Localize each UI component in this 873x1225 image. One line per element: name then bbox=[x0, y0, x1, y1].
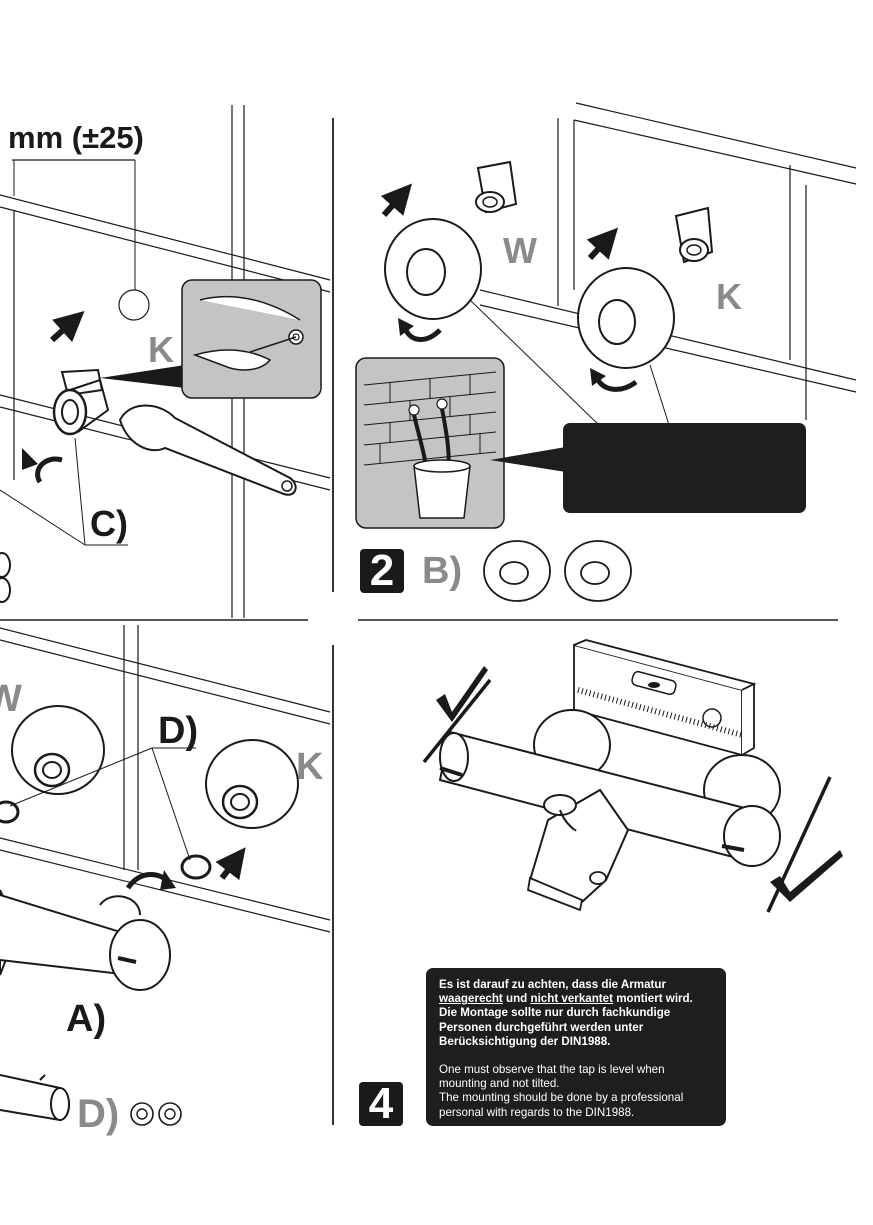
notice-tilt-word: nicht verkantet bbox=[530, 992, 613, 1006]
panel-4-art bbox=[422, 639, 832, 913]
notice-de-end: montiert wird. bbox=[612, 992, 693, 1006]
notice-de-join-1: und bbox=[502, 992, 531, 1006]
bucket-inset bbox=[355, 357, 505, 529]
panel-3-art bbox=[0, 625, 331, 1126]
notice-en-line-3: The mounting should be done by a profess… bbox=[439, 1091, 684, 1105]
notice-en-line-4: personal with regards to the DIN1988. bbox=[439, 1105, 635, 1119]
label-k-panel3: K bbox=[296, 746, 324, 788]
label-d-bottom: D) bbox=[77, 1092, 120, 1136]
mounting-notice: Es ist darauf zu achten, dass die Armatu… bbox=[426, 968, 726, 1126]
rosettes-b bbox=[483, 540, 632, 602]
step-4-badge: 4 bbox=[359, 1082, 403, 1126]
notice-en-line-2: mounting and not tilted. bbox=[439, 1077, 560, 1091]
notice-de-line-3: Die Montage sollte nur durch fachkundige bbox=[439, 1006, 671, 1020]
notice-level-word: waagerecht bbox=[439, 992, 503, 1006]
notice-en-line-1: One must observe that the tap is level w… bbox=[439, 1063, 665, 1077]
label-w-panel3: W bbox=[0, 678, 22, 720]
notice-de-line-4: Personen durchgeführt werden unter bbox=[439, 1020, 644, 1034]
hands-inset bbox=[181, 279, 322, 399]
panel-1-art bbox=[0, 105, 331, 618]
notice-de-line-5: Berücksichtigung der DIN1988. bbox=[439, 1034, 611, 1048]
label-b: B) bbox=[422, 550, 463, 592]
step-2-badge: 2 bbox=[360, 549, 404, 593]
check-icon bbox=[770, 850, 843, 902]
check-icon bbox=[436, 666, 488, 722]
notice-de-line-1: Es ist darauf zu achten, dass die Armatu… bbox=[439, 978, 667, 991]
label-w-panel2: W bbox=[503, 230, 537, 271]
measurement-label: mm (±25) bbox=[8, 120, 144, 155]
blank-callout-box bbox=[563, 423, 806, 513]
label-d-top: D) bbox=[158, 710, 199, 752]
label-k-panel1: K bbox=[148, 329, 174, 370]
label-a: A) bbox=[66, 998, 107, 1040]
notice-de-line-2: waagerecht und nicht verkantet montiert … bbox=[439, 992, 716, 1006]
label-k-panel2: K bbox=[716, 276, 742, 317]
panel-2-art bbox=[380, 102, 857, 429]
label-c: C) bbox=[90, 503, 128, 544]
